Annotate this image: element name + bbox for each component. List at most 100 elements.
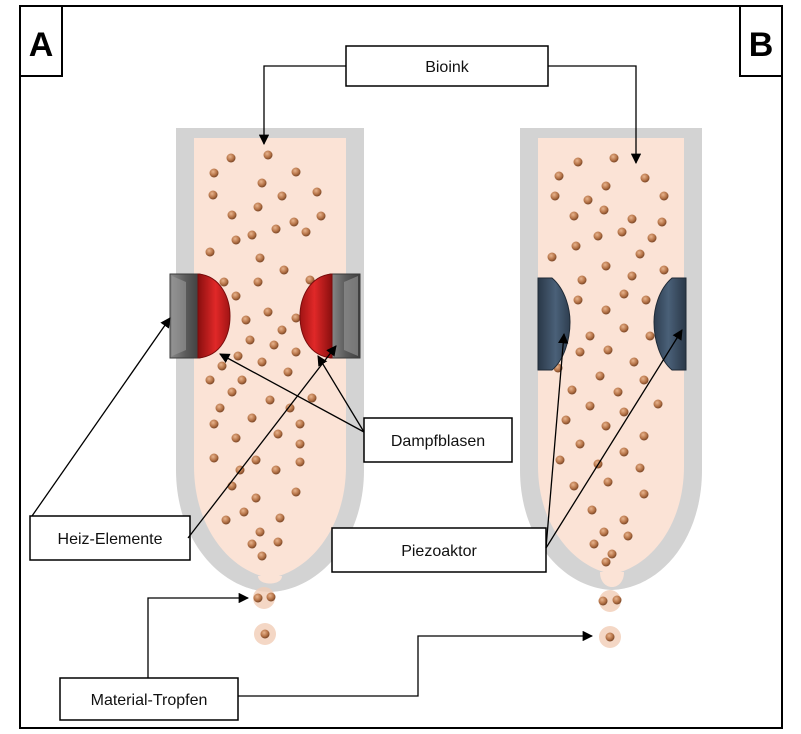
- vapor-bubble-right: [299, 273, 333, 359]
- cell-particle: [593, 231, 603, 241]
- material-tropfen-box: [59, 677, 239, 721]
- cell-particle: [247, 539, 257, 549]
- cell-particle: [217, 361, 227, 371]
- cell-particle: [239, 507, 249, 517]
- cell-particle: [260, 629, 270, 639]
- nozzle-a-bioink: [194, 138, 346, 578]
- cell-particle: [640, 173, 650, 183]
- cell-particle: [295, 419, 305, 429]
- piezoaktor-arrow-right: [545, 329, 683, 549]
- cell-particle: [573, 157, 583, 167]
- cell-particle: [316, 211, 326, 221]
- cell-particle: [647, 233, 657, 243]
- cell-particle: [587, 505, 597, 515]
- cell-particle: [226, 153, 236, 163]
- dampfblasen-arrow-left: [219, 353, 365, 433]
- cell-particle: [253, 202, 263, 212]
- cell-particle: [247, 230, 257, 240]
- cell-particle: [255, 527, 265, 537]
- cell-particle: [209, 419, 219, 429]
- cell-particle: [612, 595, 622, 605]
- heiz-elemente-arrow-right: [187, 345, 337, 539]
- cell-particle: [271, 224, 281, 234]
- cell-particle: [605, 632, 615, 642]
- cell-particle: [641, 295, 651, 305]
- cell-particle: [567, 385, 577, 395]
- cell-particle: [231, 291, 241, 301]
- panel-a-label: A: [29, 26, 54, 64]
- cell-particle: [585, 331, 595, 341]
- cell-particle: [273, 429, 283, 439]
- cell-particle: [585, 401, 595, 411]
- cell-particle: [301, 227, 311, 237]
- nozzle-b-cells: [547, 153, 669, 567]
- cell-particle: [251, 493, 261, 503]
- dampfblasen-arrow-right: [317, 355, 365, 433]
- cell-particle: [575, 347, 585, 357]
- cell-particle: [619, 407, 629, 417]
- material-droplet: [253, 587, 276, 609]
- material-tropfen-arrow-a: [147, 592, 250, 678]
- panel-b-label: B: [749, 26, 774, 64]
- cell-particle: [601, 421, 611, 431]
- cell-particle: [291, 487, 301, 497]
- cell-particle: [554, 171, 564, 181]
- cell-particle: [601, 305, 611, 315]
- cell-particle: [208, 190, 218, 200]
- cell-particle: [639, 489, 649, 499]
- cell-particle: [312, 187, 322, 197]
- bioink-arrow-b: [548, 65, 642, 165]
- cell-particle: [277, 325, 287, 335]
- cell-particle: [265, 395, 275, 405]
- material-tropfen-label: Material-Tropfen: [91, 692, 208, 709]
- cell-particle: [279, 265, 289, 275]
- cell-particle: [227, 210, 237, 220]
- nozzle-b-tip: [600, 572, 624, 587]
- material-tropfen-arrow-b: [238, 630, 594, 697]
- cell-particle: [657, 217, 667, 227]
- vapor-bubble-left: [197, 273, 231, 359]
- cell-particle: [599, 205, 609, 215]
- cell-particle: [601, 557, 611, 567]
- panel-a-box: [19, 5, 63, 77]
- cell-particle: [659, 265, 669, 275]
- heater-left: [169, 273, 201, 359]
- cell-particle: [613, 387, 623, 397]
- cell-particle: [233, 351, 243, 361]
- cell-particle: [617, 227, 627, 237]
- cell-particle: [627, 214, 637, 224]
- cell-particle: [221, 515, 231, 525]
- cell-particle: [639, 375, 649, 385]
- piezoaktor-arrow-left: [545, 332, 569, 549]
- cell-particle: [607, 549, 617, 559]
- heiz-elemente-box: [29, 515, 191, 561]
- cell-particle: [635, 249, 645, 259]
- cell-particle: [595, 371, 605, 381]
- cell-particle: [547, 252, 557, 262]
- cell-particle: [205, 375, 215, 385]
- cell-particle: [209, 168, 219, 178]
- cell-particle: [291, 347, 301, 357]
- cell-particle: [555, 455, 565, 465]
- dampfblasen-box: [363, 417, 513, 463]
- cell-particle: [619, 323, 629, 333]
- cell-particle: [599, 527, 609, 537]
- bioink-box: [345, 45, 549, 87]
- cell-particle: [231, 235, 241, 245]
- piezoaktor-box: [331, 527, 547, 573]
- cell-particle: [271, 465, 281, 475]
- cell-particle: [231, 433, 241, 443]
- cell-particle: [245, 335, 255, 345]
- panel-b-box: [739, 5, 783, 77]
- cell-particle: [583, 195, 593, 205]
- cell-particle: [205, 247, 215, 257]
- cell-particle: [603, 345, 613, 355]
- cell-particle: [589, 539, 599, 549]
- heiz-elemente-label: Heiz-Elemente: [58, 531, 163, 548]
- piezoaktor-label: Piezoaktor: [401, 543, 477, 560]
- piezo-actuator-right: [653, 277, 687, 371]
- cell-particle: [601, 261, 611, 271]
- cell-particle: [561, 415, 571, 425]
- cell-particle: [283, 367, 293, 377]
